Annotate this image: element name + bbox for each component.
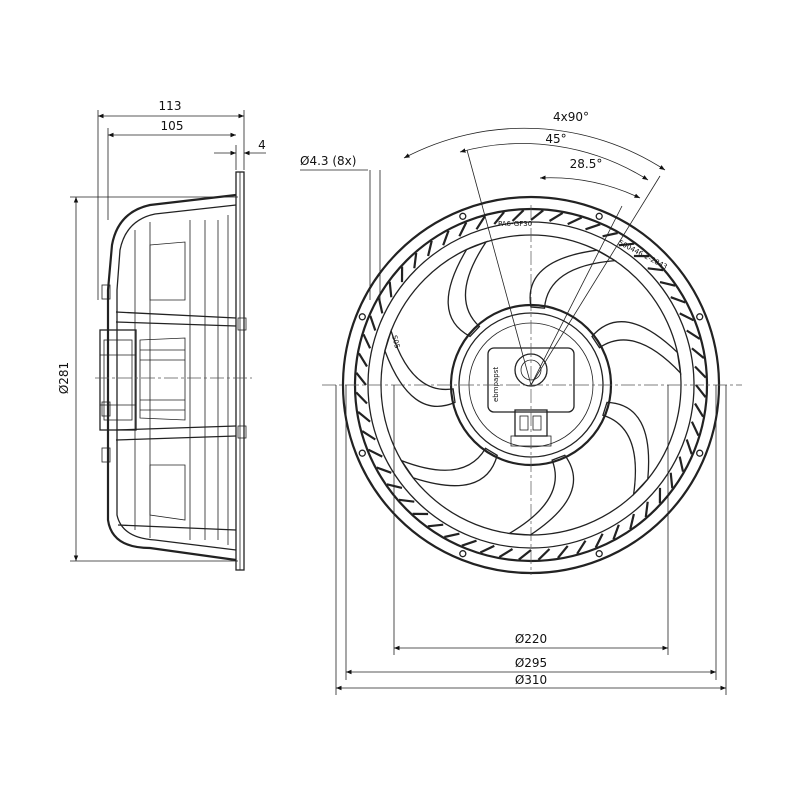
guard-segments [355,209,707,561]
guard-segment [644,501,649,518]
mounting-hole [358,449,366,457]
guard-segment [518,549,532,561]
hub-mark: ebmpapst [492,367,500,402]
guard-segment [361,430,376,441]
guard-segment [530,209,544,221]
guard-segment [685,439,693,455]
guard-segment [618,242,635,247]
dia-310-label: Ø310 [515,673,547,687]
fan-blade [591,321,682,375]
mounting-hole [696,313,704,321]
guard-segment [691,347,705,359]
guard-segment [690,421,700,437]
angle-4x90-label: 4x90° [553,110,589,124]
guard-segment [367,448,383,458]
dim-113-label: 113 [159,99,182,113]
guard-segment [659,281,676,287]
guard-segment [398,498,415,503]
guard-segment [355,391,368,405]
hole-spec-label: Ø4.3 (8x) [300,154,356,168]
guard-segment [427,240,433,257]
guard-segment [461,539,477,547]
fan-blade [384,328,456,407]
mounting-hole [595,212,603,220]
guard-segment [585,223,601,231]
dim-105-label: 105 [161,119,184,133]
dim-281-label: Ø281 [57,362,71,394]
fan-blades [384,240,682,536]
guard-segment [548,211,564,222]
fan-blade [399,447,498,487]
guard-segment [537,548,551,561]
guard-segment [694,402,705,418]
guard-segment [444,532,460,539]
mounting-hole [459,212,467,220]
mounting-hole [358,313,366,321]
guard-segment [694,365,707,379]
guard-segment [686,329,701,340]
mounting-holes [358,212,704,558]
guard-segment [679,312,695,322]
guard-segment [376,466,392,474]
guard-segment [355,372,367,386]
guard-segment [576,540,587,555]
fan-blade [507,454,575,536]
guard-segment [498,548,514,559]
guard-segment [670,296,686,304]
guard-segment [594,533,604,549]
guard-segment [602,231,618,238]
mounting-hole [696,449,704,457]
guard-segment [357,352,368,368]
dia-220-label: Ø220 [515,632,547,646]
side-view: 113 105 4 Ø281 [57,99,266,571]
fan-blade [602,401,650,497]
guard-segment [357,411,371,423]
guard-segment [458,221,468,237]
guard-segment [362,333,372,349]
guard-segment [612,524,620,540]
guard-segment [442,230,450,246]
guard-segment [475,215,486,230]
fan-blade [529,249,618,309]
guard-segment [369,315,377,331]
guard-segment [647,267,664,272]
front-view: ebmpapst PA6-GF30 500446-2-2843 S05 Ø4.3… [300,110,742,695]
guard-segment [678,456,685,472]
guard-segment [511,209,525,222]
fan-blade [447,240,488,338]
guard-segment [567,216,583,226]
guard-segment [695,384,707,398]
mounting-hole [595,550,603,558]
guard-segment [669,472,674,489]
guard-segment [413,252,418,269]
dia-295-label: Ø295 [515,656,547,670]
angle-28-label: 28.5° [570,157,603,171]
guard-segment [629,513,635,530]
guard-segment [557,545,569,559]
guard-segment [386,483,403,489]
guard-segment [377,298,384,314]
dim-4-label: 4 [258,138,266,152]
guard-segment [493,211,505,225]
guard-segment [479,544,495,554]
guard-segment [427,523,444,528]
mounting-hole [459,550,467,558]
side-marking: S05 [390,334,401,349]
material-marking: PA6-GF30 [498,220,532,228]
angle-45-label: 45° [545,132,566,146]
guard-segment [388,281,393,298]
